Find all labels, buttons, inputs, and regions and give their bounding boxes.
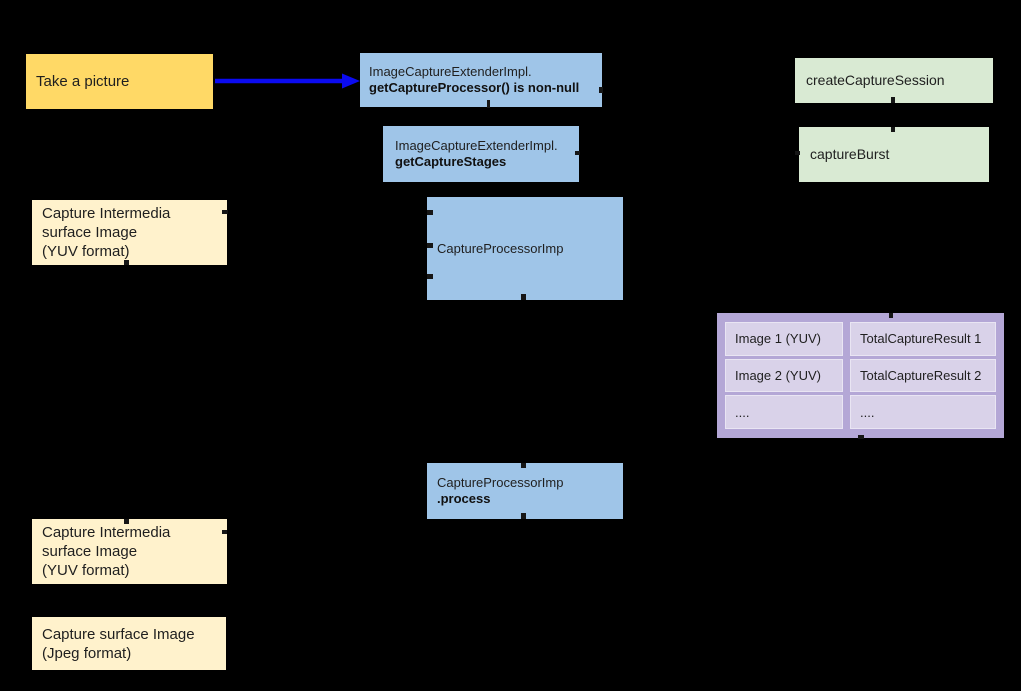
node-create-capture-session: createCaptureSession bbox=[795, 58, 993, 103]
node-line: ImageCaptureExtenderImpl. bbox=[395, 138, 558, 153]
connector-remnant bbox=[599, 87, 603, 93]
connector-remnant bbox=[891, 127, 895, 132]
connector-remnant bbox=[795, 151, 800, 155]
node-line: .process bbox=[437, 491, 491, 506]
table-cell-result-2: TotalCaptureResult 2 bbox=[850, 358, 996, 393]
flow-arrow bbox=[215, 73, 360, 89]
node-label: CaptureProcessorImp bbox=[437, 240, 564, 256]
node-capture-processor-imp: CaptureProcessorImp bbox=[427, 197, 623, 300]
node-line: surface Image bbox=[42, 224, 138, 241]
connector-remnant bbox=[521, 463, 526, 468]
connector-remnant bbox=[427, 274, 433, 279]
node-line: CaptureProcessorImp bbox=[437, 475, 564, 490]
node-capture-surface-jpeg: Capture surface Image (Jpeg format) bbox=[32, 617, 226, 670]
connector-remnant bbox=[427, 243, 433, 248]
table-cell-result-1: TotalCaptureResult 1 bbox=[850, 322, 996, 356]
connector-remnant bbox=[124, 260, 129, 265]
node-line: getCaptureProcessor() is non-null bbox=[369, 80, 580, 95]
connector-remnant bbox=[521, 513, 526, 519]
node-line: Capture surface Image bbox=[42, 625, 195, 643]
node-get-capture-processor: ImageCaptureExtenderImpl. getCaptureProc… bbox=[360, 53, 602, 107]
connector-remnant bbox=[427, 210, 433, 215]
node-line: getCaptureStages bbox=[395, 154, 507, 169]
node-line: Capture Intermedia bbox=[42, 205, 171, 222]
table-cell-image-more: .... bbox=[725, 395, 843, 429]
node-capture-intermedia-surface-top: Capture Intermedia surface Image (YUV fo… bbox=[32, 200, 227, 265]
node-take-a-picture: Take a picture bbox=[26, 54, 213, 109]
capture-results-table: Image 1 (YUV) TotalCaptureResult 1 Image… bbox=[717, 313, 1004, 438]
table-cell-result-more: .... bbox=[850, 395, 996, 429]
connector-remnant bbox=[487, 100, 490, 108]
connector-remnant bbox=[124, 519, 129, 524]
node-line: ImageCaptureExtenderImpl. bbox=[369, 64, 532, 79]
node-get-capture-stages: ImageCaptureExtenderImpl. getCaptureStag… bbox=[383, 126, 579, 182]
connector-remnant bbox=[222, 530, 227, 534]
connector-remnant bbox=[889, 313, 893, 318]
connector-remnant bbox=[891, 97, 895, 103]
connector-remnant bbox=[575, 151, 580, 155]
table-cell-image-2: Image 2 (YUV) bbox=[725, 358, 843, 393]
table-cell-image-1: Image 1 (YUV) bbox=[725, 322, 843, 356]
node-line: (YUV format) bbox=[42, 562, 130, 579]
node-line: Capture Intermedia bbox=[42, 524, 171, 541]
node-capture-intermedia-surface-bottom: Capture Intermedia surface Image (YUV fo… bbox=[32, 519, 227, 584]
node-line: (Jpeg format) bbox=[42, 644, 132, 662]
node-capture-processor-process: CaptureProcessorImp .process bbox=[427, 463, 623, 519]
connector-remnant bbox=[858, 435, 864, 439]
node-line: surface Image bbox=[42, 543, 138, 560]
connector-remnant bbox=[521, 294, 526, 300]
node-label: createCaptureSession bbox=[806, 72, 945, 89]
connector-remnant bbox=[222, 210, 228, 214]
node-label: Take a picture bbox=[36, 72, 130, 90]
node-capture-burst: captureBurst bbox=[799, 127, 989, 182]
node-label: captureBurst bbox=[810, 146, 890, 163]
node-line: (YUV format) bbox=[42, 243, 130, 260]
